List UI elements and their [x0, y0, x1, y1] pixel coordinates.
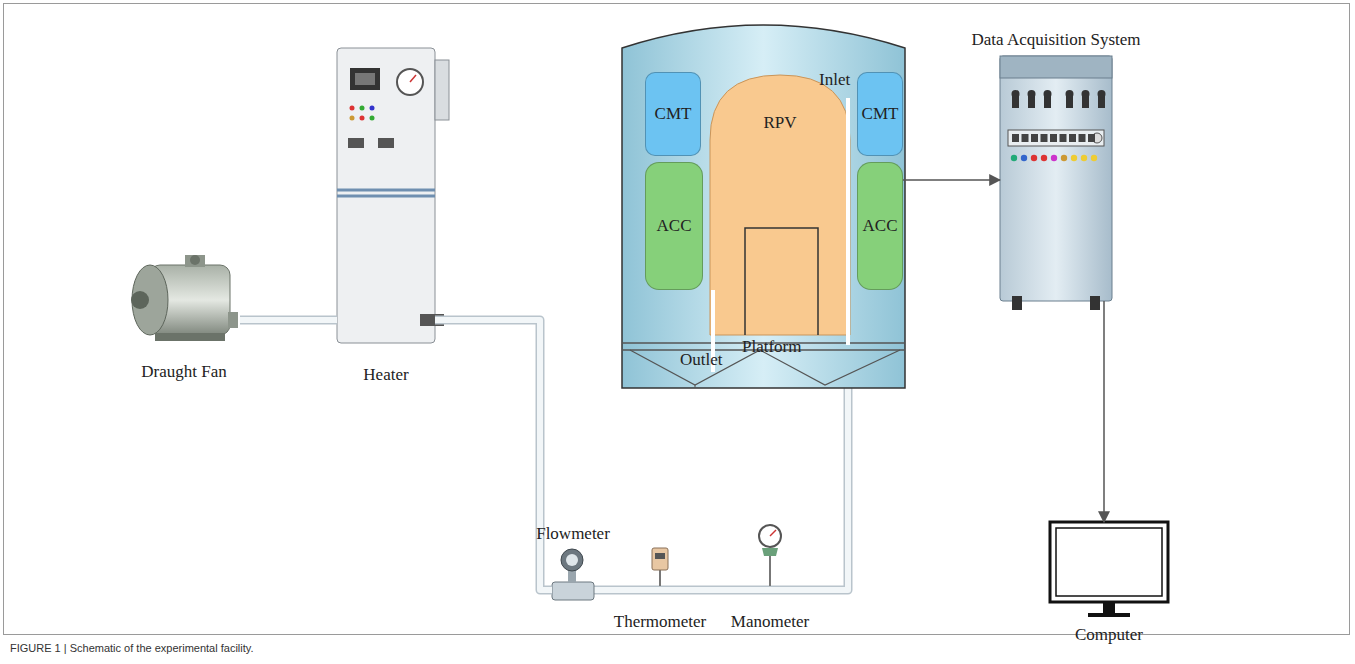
manometer-symbol: [759, 525, 781, 586]
draught-fan-symbol: [131, 255, 238, 341]
node-label: CMT: [655, 104, 692, 124]
thermometer-symbol: [652, 548, 668, 586]
cabinet-detail: [1081, 155, 1087, 161]
platform-label: Platform: [742, 337, 802, 357]
cabinet-detail: [1028, 90, 1036, 98]
flowmeter-node: Flowmeter: [552, 548, 594, 600]
node-label: Flowmeter: [536, 524, 610, 544]
acc-tank: ACC: [857, 162, 903, 290]
cabinet-detail: [1066, 90, 1074, 98]
signal-line: [1104, 301, 1105, 522]
containment-vessel: [622, 25, 905, 388]
data-acquisition-cabinet: [1000, 56, 1112, 310]
computer-node: Computer: [1050, 522, 1168, 617]
cabinet-detail: [1044, 90, 1052, 98]
pipe-outline: [435, 320, 552, 590]
rpv-vessel: RPV: [710, 75, 850, 335]
manometer-node: Manometer: [758, 524, 782, 586]
thermometer-node: Thermometer: [650, 546, 670, 586]
cabinet-detail: [1079, 134, 1086, 142]
cabinet-detail: [1041, 134, 1048, 142]
cabinet-detail: [1060, 134, 1067, 142]
cabinet-detail: [1012, 90, 1020, 98]
node-label: ACC: [657, 216, 692, 236]
outlet-label: Outlet: [680, 350, 723, 370]
fan-node: Draught Fan: [128, 252, 240, 342]
cabinet-detail: [1061, 155, 1067, 161]
air-pipe: [435, 320, 552, 590]
cmt-tank: CMT: [645, 72, 701, 156]
pipe-core: [240, 317, 337, 323]
cmt-tank: CMT: [857, 72, 903, 156]
node-label: Manometer: [731, 612, 809, 632]
cabinet-detail: [1031, 134, 1038, 142]
cabinet-knobs: [1011, 90, 1106, 161]
flowmeter-symbol: [552, 549, 594, 600]
cabinet-detail: [1031, 155, 1037, 161]
figure-caption: FIGURE 1 | Schematic of the experimental…: [10, 642, 254, 654]
cabinet-detail: [1022, 134, 1029, 142]
node-label: RPV: [763, 113, 796, 133]
cabinet-detail: [1012, 134, 1019, 142]
cabinet-detail: [1051, 155, 1057, 161]
cabinet-detail: [1041, 155, 1047, 161]
heater-node: Heater: [337, 48, 435, 343]
acc-tank: ACC: [645, 162, 703, 290]
node-label: Heater: [363, 365, 408, 385]
inlet-label: Inlet: [819, 70, 850, 90]
node-label: Draught Fan: [141, 362, 226, 382]
signal-line: [903, 180, 1000, 181]
cabinet-detail: [1011, 155, 1017, 161]
cabinet-detail: [1069, 134, 1076, 142]
signal-path: [903, 179, 1000, 181]
pipe-core: [435, 320, 552, 590]
cabinet-detail: [1071, 155, 1077, 161]
cabinet-detail: [1050, 134, 1057, 142]
data-acquisition-node: Data Acquisition System: [1000, 56, 1112, 301]
node-label: ACC: [863, 216, 898, 236]
node-label: Computer: [1075, 625, 1143, 645]
heater-cabinet: [337, 48, 449, 343]
pipe-outline: [240, 316, 337, 325]
node-label: Thermometer: [614, 612, 707, 632]
signal-path: [1103, 301, 1105, 522]
node-label: CMT: [862, 104, 899, 124]
computer-monitor: [1050, 522, 1168, 617]
cabinet-detail: [1091, 155, 1097, 161]
air-pipe: [240, 320, 337, 321]
cabinet-detail: [1082, 90, 1090, 98]
cabinet-detail: [1098, 90, 1106, 98]
node-label: Data Acquisition System: [971, 30, 1140, 50]
cabinet-detail: [1021, 155, 1027, 161]
cabinet-detail: [1088, 134, 1095, 142]
